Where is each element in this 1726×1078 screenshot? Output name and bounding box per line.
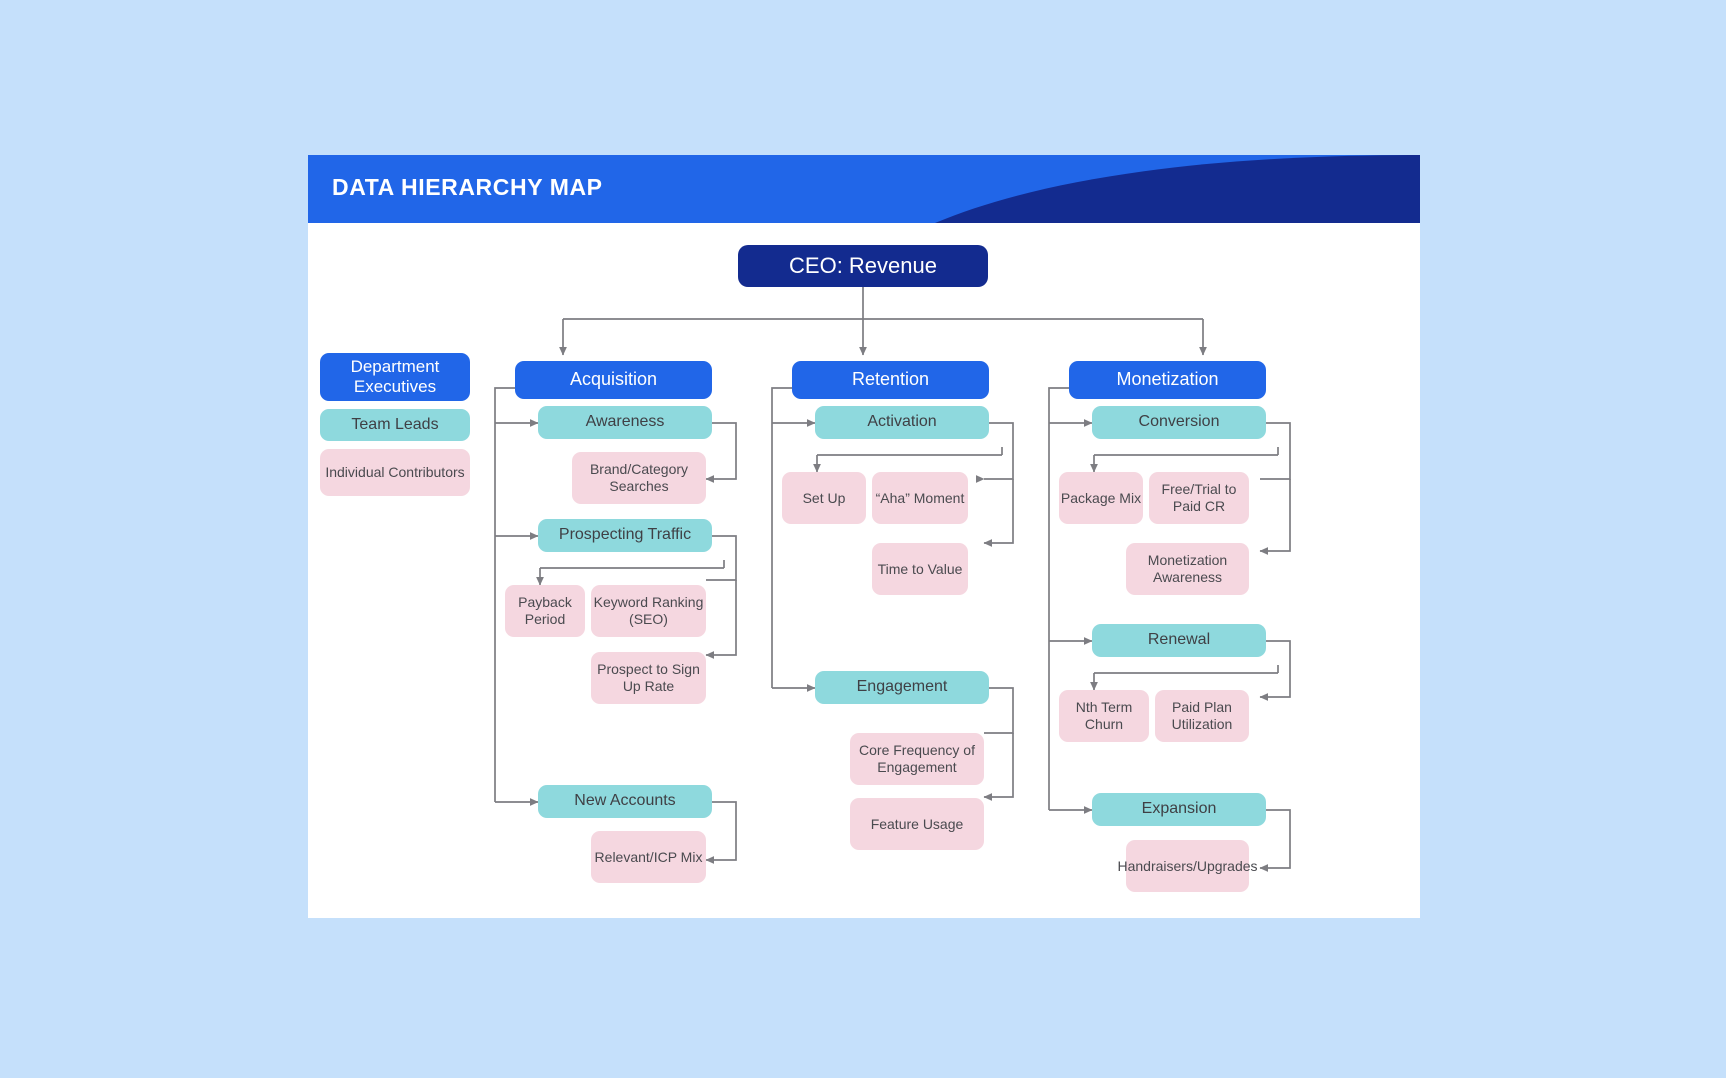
node-label: Expansion [1141, 800, 1217, 818]
legend-label: Individual Contributors [325, 464, 465, 481]
node-label: Set Up [802, 489, 846, 506]
node-label: Engagement [856, 678, 948, 696]
node-label: Time to Value [877, 560, 963, 577]
node-label: Feature Usage [870, 815, 964, 832]
legend-label: Department Executives [350, 356, 440, 396]
node-label: Renewal [1147, 631, 1211, 649]
node-label: Relevant/ICP Mix [594, 848, 703, 865]
node-metric-monetization-awareness[interactable]: Monetization Awareness [1126, 543, 1249, 595]
node-label: Prospecting Traffic [558, 526, 692, 544]
node-label: Nth Term Churn [1075, 699, 1133, 732]
legend-item-department-executives[interactable]: Department Executives [320, 353, 470, 401]
node-group-engagement[interactable]: Engagement [815, 671, 989, 704]
node-label: Paid Plan Utilization [1171, 699, 1233, 732]
card-header: DATA HIERARCHY MAP [308, 155, 1420, 223]
node-metric-prospect-to-sign-up-rate[interactable]: Prospect to Sign Up Rate [591, 652, 706, 704]
node-metric-nth-term-churn[interactable]: Nth Term Churn [1059, 690, 1149, 742]
node-metric-core-frequency-of-engagement[interactable]: Core Frequency of Engagement [850, 733, 984, 785]
node-label: New Accounts [574, 792, 676, 810]
node-label: Package Mix [1060, 489, 1142, 506]
node-department-monetization[interactable]: Monetization [1069, 361, 1266, 399]
node-group-awareness[interactable]: Awareness [538, 406, 712, 439]
node-ceo-revenue[interactable]: CEO: Revenue [738, 245, 988, 287]
node-label: Acquisition [569, 369, 658, 390]
node-metric-time-to-value[interactable]: Time to Value [872, 543, 968, 595]
diagram-card: DATA HIERARCHY MAP [308, 155, 1420, 918]
node-label: Free/Trial to Paid CR [1161, 481, 1237, 514]
node-department-retention[interactable]: Retention [792, 361, 989, 399]
node-metric-feature-usage[interactable]: Feature Usage [850, 798, 984, 850]
node-metric-set-up[interactable]: Set Up [782, 472, 866, 524]
node-label: Conversion [1138, 413, 1220, 431]
node-metric-aha-moment[interactable]: “Aha” Moment [872, 472, 968, 524]
node-metric-relevant-icp-mix[interactable]: Relevant/ICP Mix [591, 831, 706, 883]
node-label: “Aha” Moment [875, 489, 965, 506]
node-group-renewal[interactable]: Renewal [1092, 624, 1266, 657]
legend-item-individual-contributors[interactable]: Individual Contributors [320, 449, 470, 496]
node-label: CEO: Revenue [789, 253, 937, 279]
node-label: Activation [867, 413, 937, 431]
page-title: DATA HIERARCHY MAP [332, 174, 603, 200]
diagram-canvas: CEO: Revenue Department Executives Team … [308, 223, 1420, 918]
node-metric-package-mix[interactable]: Package Mix [1059, 472, 1143, 524]
node-metric-brand-category-searches[interactable]: Brand/Category Searches [572, 452, 706, 504]
node-label: Awareness [585, 413, 665, 431]
legend-item-team-leads[interactable]: Team Leads [320, 409, 470, 441]
node-group-expansion[interactable]: Expansion [1092, 793, 1266, 826]
node-metric-payback-period[interactable]: Payback Period [505, 585, 585, 637]
node-label: Retention [851, 369, 930, 390]
node-group-new-accounts[interactable]: New Accounts [538, 785, 712, 818]
node-metric-handraisers-upgrades[interactable]: Handraisers/Upgrades [1117, 840, 1258, 892]
node-group-prospecting-traffic[interactable]: Prospecting Traffic [538, 519, 712, 552]
node-label: Keyword Ranking (SEO) [593, 594, 704, 627]
node-label: Monetization [1116, 369, 1219, 390]
node-metric-keyword-ranking-seo[interactable]: Keyword Ranking (SEO) [591, 585, 706, 637]
node-label: Prospect to Sign Up Rate [597, 661, 700, 694]
node-label: Handraisers/Upgrades [1117, 857, 1258, 874]
node-group-conversion[interactable]: Conversion [1092, 406, 1266, 439]
node-metric-paid-plan-utilization[interactable]: Paid Plan Utilization [1155, 690, 1249, 742]
node-label: Payback Period [518, 594, 572, 627]
node-label: Core Frequency of Engagement [859, 742, 975, 775]
node-label: Monetization Awareness [1147, 552, 1228, 585]
legend-label: Team Leads [351, 415, 439, 433]
node-metric-free-trial-to-paid-cr[interactable]: Free/Trial to Paid CR [1149, 472, 1249, 524]
node-group-activation[interactable]: Activation [815, 406, 989, 439]
header-swoosh-decoration [935, 155, 1420, 223]
node-label: Brand/Category Searches [589, 461, 689, 494]
node-department-acquisition[interactable]: Acquisition [515, 361, 712, 399]
